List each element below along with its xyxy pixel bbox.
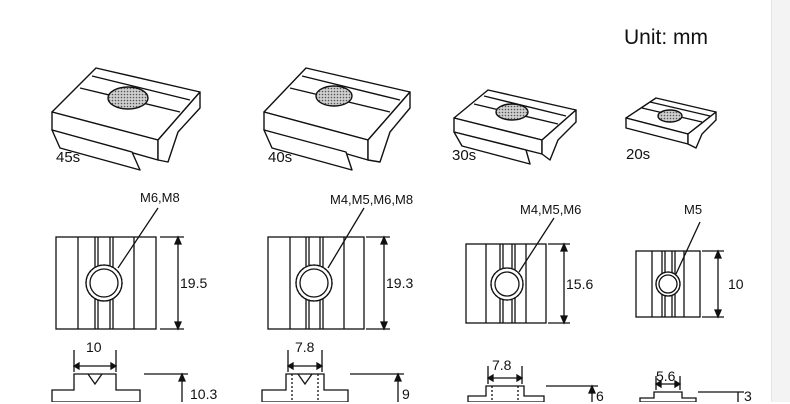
height-dim-40s: 19.3 (386, 275, 414, 291)
iso-nut-45s (51, 67, 201, 171)
side-view-45s (51, 350, 188, 402)
side-view-20s (639, 376, 744, 402)
front-view-40s (267, 207, 390, 331)
iso-nut-30s (453, 89, 577, 165)
size-label-40s: 40s (268, 149, 293, 166)
thread-callout-40s: M4,M5,M6,M8 (330, 192, 414, 207)
page-edge (771, 0, 790, 402)
iso-nut-40s (263, 67, 411, 171)
width-dim-45s: 10 (86, 339, 102, 355)
height-dim-30s: 15.6 (566, 276, 594, 292)
front-view-45s (55, 207, 184, 331)
iso-nut-20s (625, 97, 717, 149)
size-label-20s: 20s (626, 146, 651, 163)
depth-dim-40s: 9 (402, 386, 410, 402)
depth-dim-45s: 10.3 (190, 386, 218, 402)
width-dim-20s: 5.6 (656, 368, 676, 384)
side-view-40s (261, 350, 404, 402)
depth-dim-20s: 3 (744, 388, 752, 404)
depth-dim-30s: 6 (596, 388, 604, 404)
thread-callout-20s: M5 (684, 202, 703, 217)
front-view-20s (635, 221, 724, 319)
thread-callout-45s: M6,M8 (140, 190, 180, 205)
width-dim-40s: 7.8 (295, 339, 315, 355)
unit-label: Unit: mm (624, 26, 708, 49)
width-dim-30s: 7.8 (492, 357, 512, 373)
height-dim-45s: 19.5 (180, 275, 208, 291)
height-dim-20s: 10 (728, 276, 744, 292)
size-label-30s: 30s (452, 147, 477, 164)
thread-callout-30s: M4,M5,M6 (520, 202, 582, 217)
side-view-30s (467, 366, 598, 402)
front-view-30s (465, 217, 570, 325)
size-label-45s: 45s (56, 149, 81, 166)
